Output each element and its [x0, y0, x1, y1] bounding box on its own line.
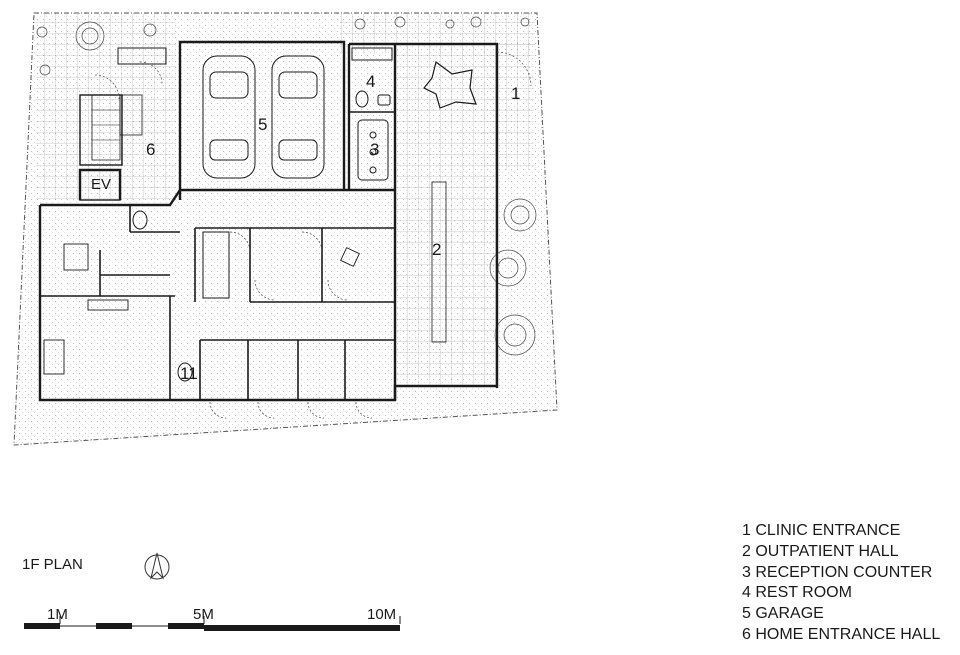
scale-label-5m: 5M — [193, 606, 214, 623]
room-label-11: 11 — [180, 364, 198, 383]
scale-label-10m: 10M — [367, 606, 397, 623]
legend-item: 5 GARAGE — [742, 605, 824, 623]
legend-item: 1 CLINIC ENTRANCE — [742, 522, 901, 539]
room-legend: 1 CLINIC ENTRANCE 2 OUTPATIENT HALL 3 RE… — [742, 521, 940, 646]
elevator-label: EV — [91, 176, 112, 193]
room-label-2: 2 — [432, 240, 442, 259]
room-label-1: 1 — [511, 84, 521, 103]
scale-label-1m: 1M — [47, 606, 68, 623]
garage-cars — [202, 55, 325, 179]
door-swings — [94, 51, 532, 419]
plan-title: 1F PLAN — [22, 556, 83, 573]
legend-item: 6 HOME ENTRANCE HALL — [742, 625, 941, 643]
furniture — [43, 243, 360, 375]
legend-item: 3 RECEPTION COUNTER — [742, 563, 933, 581]
planting — [36, 16, 537, 356]
scale-bar — [24, 616, 401, 631]
room-label-6: 6 — [146, 140, 156, 159]
elevator-shaft — [79, 169, 121, 201]
fixtures — [132, 47, 393, 382]
room-label-3: 3 — [370, 140, 380, 159]
stair-and-entrance — [79, 47, 167, 166]
waiting-bench — [423, 60, 477, 343]
room-label-5: 5 — [258, 115, 268, 134]
north-arrow-icon — [144, 552, 170, 580]
legend-item: 2 OUTPATIENT HALL — [742, 542, 899, 560]
interior-walls — [40, 111, 395, 400]
room-label-4: 4 — [366, 72, 376, 91]
legend-item: 4 REST ROOM — [742, 584, 852, 602]
